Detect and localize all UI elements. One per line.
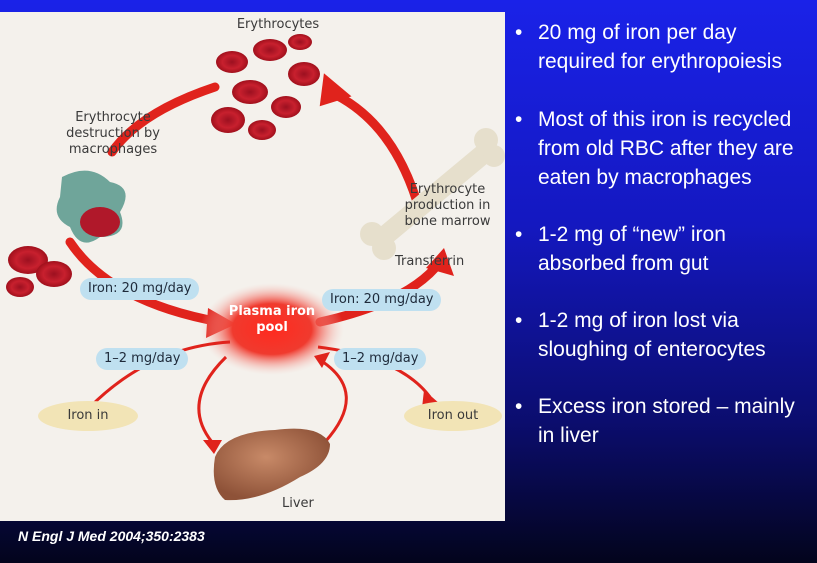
bullet-marker: •: [515, 18, 522, 47]
bullet-item: •1-2 mg of iron lost via sloughing of en…: [515, 306, 810, 364]
bullet-item: •Excess iron stored – mainly in liver: [515, 392, 810, 450]
macrophage-icon: [57, 171, 126, 243]
iron-cycle-figure: Erythrocytes Erythrocyte destruction by …: [0, 12, 505, 521]
rbc: [253, 39, 287, 61]
rbc: [36, 261, 72, 287]
rbc: [216, 51, 248, 73]
iron-left-pill: Iron: 20 mg/day: [80, 278, 199, 300]
rbc: [211, 107, 245, 133]
arrow-from-liver: [320, 360, 346, 442]
macrophage-rbcs: [6, 246, 72, 297]
bullet-list: •20 mg of iron per day required for eryt…: [515, 18, 810, 450]
bullet-item: •20 mg of iron per day required for eryt…: [515, 18, 810, 76]
iron-right-pill: Iron: 20 mg/day: [322, 289, 441, 311]
production-label: Erythrocyte production in bone marrow: [395, 182, 500, 230]
citation: N Engl J Med 2004;350:2383: [18, 528, 205, 544]
arrow-to-liver: [199, 357, 226, 442]
liver-icon: [214, 429, 330, 501]
destruction-label: Erythrocyte destruction by macrophages: [48, 110, 178, 158]
rbc: [6, 277, 34, 297]
erythrocytes-label: Erythrocytes: [228, 17, 328, 33]
bullet-item: •Most of this iron is recycled from old …: [515, 105, 810, 192]
rbc: [288, 62, 320, 86]
iron-in-label: Iron in: [38, 401, 138, 431]
rbc: [271, 96, 301, 118]
transferrin-label: Transferrin: [395, 254, 464, 270]
bullet-marker: •: [515, 306, 522, 335]
absorb-right-pill: 1–2 mg/day: [334, 348, 426, 370]
absorb-left-pill: 1–2 mg/day: [96, 348, 188, 370]
liver-label: Liver: [282, 496, 314, 512]
bullet-item: •1-2 mg of “new” iron absorbed from gut: [515, 220, 810, 278]
bullet-marker: •: [515, 105, 522, 134]
bullet-marker: •: [515, 392, 522, 421]
bullet-marker: •: [515, 220, 522, 249]
plasma-pool-label: Plasma iron pool: [226, 304, 318, 336]
rbc: [232, 80, 268, 104]
erythrocytes-cluster: [211, 34, 320, 140]
rbc: [248, 120, 276, 140]
rbc: [288, 34, 312, 50]
iron-out-label: Iron out: [404, 401, 502, 431]
